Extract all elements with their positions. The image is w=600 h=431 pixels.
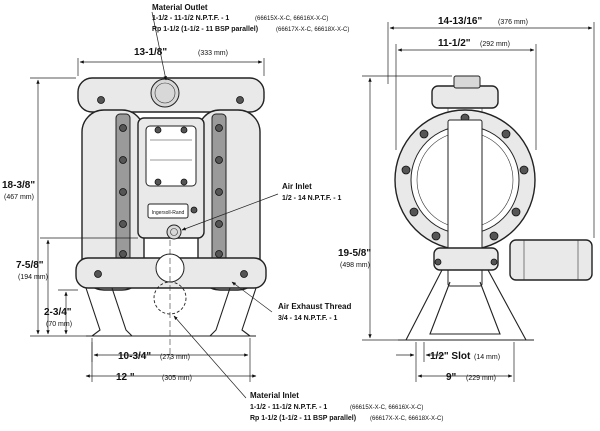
callout-lines xyxy=(151,11,279,399)
front-feet xyxy=(85,287,257,337)
svg-text:3/4 - 14 N.P.T.F. - 1: 3/4 - 14 N.P.T.F. - 1 xyxy=(278,315,338,322)
material-outlet-label: Material Outlet 1-1/2 - 11-1/2 N.P.T.F. … xyxy=(152,3,349,33)
dim-height-total: 18-3/8" xyxy=(2,180,35,191)
dim-height-total-mm: (467 mm) xyxy=(4,194,34,201)
svg-text:1-1/2 - 11-1/2 N.P.T.F. - 1: 1-1/2 - 11-1/2 N.P.T.F. - 1 xyxy=(152,15,229,22)
inlet-port-dashed xyxy=(153,281,187,315)
side-dimensions xyxy=(362,22,595,382)
side-outlet-manifold xyxy=(431,85,499,109)
svg-text:Rp 1-1/2 (1-1/2 - 11 BSP paral: Rp 1-1/2 (1-1/2 - 11 BSP parallel) xyxy=(250,415,356,422)
svg-text:Material Inlet: Material Inlet xyxy=(250,391,299,400)
side-inlet-manifold xyxy=(433,247,499,271)
dim-side-base-mm: (229 mm) xyxy=(466,375,496,382)
dim-slot: 1/2" Slot xyxy=(430,351,471,362)
dim-slot-mm: (14 mm) xyxy=(474,354,500,361)
svg-text:Air Exhaust Thread: Air Exhaust Thread xyxy=(278,302,351,311)
brand-plate-text: Ingersoll-Rand xyxy=(152,210,185,216)
dim-side-base: 9" xyxy=(446,372,457,383)
dim-base-outer-mm: (305 mm) xyxy=(162,375,192,382)
svg-text:Material Outlet: Material Outlet xyxy=(152,3,208,12)
dim-height-mid-mm: (194 mm) xyxy=(18,274,48,281)
svg-text:1-1/2 - 11-1/2 N.P.T.F. - 1: 1-1/2 - 11-1/2 N.P.T.F. - 1 xyxy=(250,404,327,411)
svg-text:1/2 - 14 N.P.T.F. - 1: 1/2 - 14 N.P.T.F. - 1 xyxy=(282,195,342,202)
cap-bolts xyxy=(119,124,223,258)
material-inlet-label: Material Inlet 1-1/2 - 11-1/2 N.P.T.F. -… xyxy=(250,391,443,422)
dim-width-top-mm: (333 mm) xyxy=(198,50,228,57)
dim-base-inner-mm: (273 mm) xyxy=(160,354,190,361)
side-muffler xyxy=(509,239,593,281)
svg-text:(66615X-X-C, 66616X-X-C): (66615X-X-C, 66616X-X-C) xyxy=(350,405,423,411)
dim-base-inner: 10-3/4" xyxy=(118,351,151,362)
dim-height-low: 2-3/4" xyxy=(44,307,72,318)
svg-text:Rp 1-1/2 (1-1/2 - 11 BSP paral: Rp 1-1/2 (1-1/2 - 11 BSP parallel) xyxy=(152,26,258,33)
air-inlet-label: Air Inlet 1/2 - 14 N.P.T.F. - 1 xyxy=(282,182,342,202)
dim-side-overall-mm: (376 mm) xyxy=(498,19,528,26)
side-legs xyxy=(398,269,534,341)
dim-height-low-mm: (70 mm) xyxy=(46,321,72,328)
svg-text:Air Inlet: Air Inlet xyxy=(282,182,312,191)
svg-text:(66615X-X-C, 66616X-X-C): (66615X-X-C, 66616X-X-C) xyxy=(255,16,328,22)
dim-side-height: 19-5/8" xyxy=(338,248,371,259)
air-exhaust-label: Air Exhaust Thread 3/4 - 14 N.P.T.F. - 1 xyxy=(278,302,351,322)
dim-height-mid: 7-5/8" xyxy=(16,260,44,271)
dim-width-top: 13-1/8" xyxy=(134,47,167,58)
side-view xyxy=(394,75,593,341)
dim-side-overall: 14-13/16" xyxy=(438,16,482,27)
dim-base-outer: 12 " xyxy=(116,372,135,383)
front-dimensions xyxy=(30,58,265,382)
svg-text:(66617X-X-C, 66618X-X-C): (66617X-X-C, 66618X-X-C) xyxy=(370,416,443,422)
front-view: Ingersoll-Rand xyxy=(75,77,267,360)
dim-side-body: 11-1/2" xyxy=(438,38,471,49)
svg-text:(66617X-X-C, 66618X-X-C): (66617X-X-C, 66618X-X-C) xyxy=(276,27,349,33)
dim-side-body-mm: (292 mm) xyxy=(480,41,510,48)
dim-side-height-mm: (498 mm) xyxy=(340,262,370,269)
air-inlet-port xyxy=(166,224,182,240)
